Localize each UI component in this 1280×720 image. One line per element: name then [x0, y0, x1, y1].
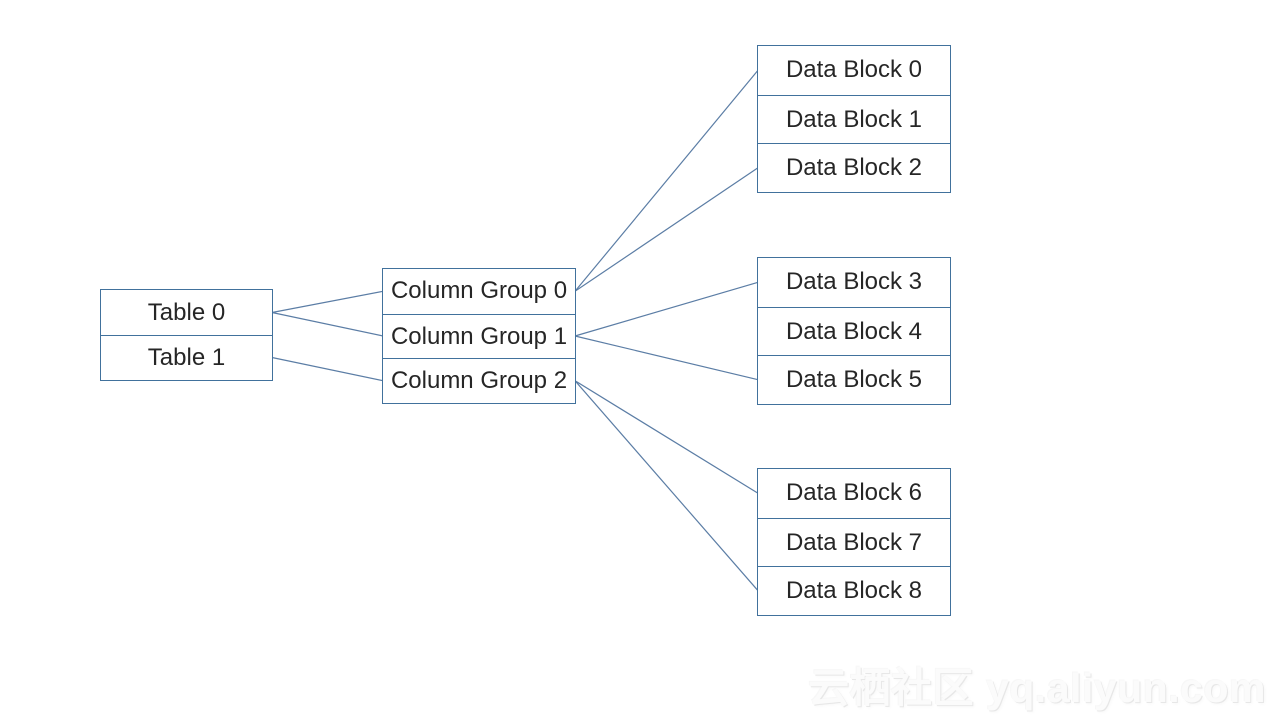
node-data-block-0: Data Block 0 [758, 46, 950, 95]
watermark: 云栖社区 yq.aliyun.com [808, 665, 1266, 711]
column-groups-box: Column Group 0 Column Group 1 Column Gro… [382, 268, 576, 405]
data-blocks-bottom-box: Data Block 6 Data Block 7 Data Block 8 [757, 468, 951, 617]
data-blocks-middle-box: Data Block 3 Data Block 4 Data Block 5 [757, 257, 951, 406]
node-data-block-7: Data Block 7 [758, 517, 950, 567]
node-data-block-1: Data Block 1 [758, 94, 950, 144]
data-blocks-top-box: Data Block 0 Data Block 1 Data Block 2 [757, 45, 951, 194]
tables-box: Table 0 Table 1 [100, 289, 273, 381]
node-data-block-6: Data Block 6 [758, 469, 950, 518]
node-column-group-1: Column Group 1 [383, 313, 575, 359]
node-data-block-8: Data Block 8 [758, 566, 950, 616]
node-table-0: Table 0 [101, 290, 272, 335]
node-data-block-5: Data Block 5 [758, 355, 950, 405]
node-data-block-4: Data Block 4 [758, 306, 950, 356]
node-data-block-3: Data Block 3 [758, 258, 950, 307]
node-column-group-2: Column Group 2 [383, 358, 575, 404]
node-column-group-0: Column Group 0 [383, 269, 575, 314]
node-table-1: Table 1 [101, 335, 272, 380]
node-data-block-2: Data Block 2 [758, 143, 950, 193]
